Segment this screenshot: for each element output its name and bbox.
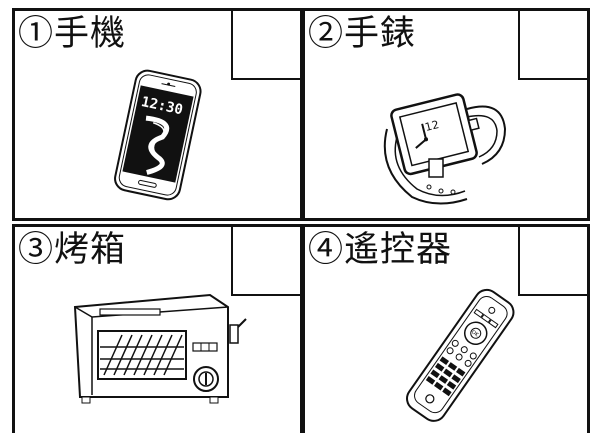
remote-control-icon: OK: [390, 282, 530, 427]
card-label: ②手錶: [308, 14, 417, 54]
answer-box[interactable]: [518, 224, 590, 296]
card-label: ①手機: [18, 14, 127, 54]
card-remote-control: ④遙控器 OK: [302, 224, 590, 433]
svg-text:12: 12: [424, 118, 441, 134]
wristwatch-icon: 12: [367, 59, 507, 209]
ok-button-label: OK: [470, 329, 480, 338]
card-label: ③烤箱: [18, 230, 127, 270]
card-label: ④遙控器: [308, 230, 453, 270]
smartphone-icon: 12:30: [103, 66, 213, 201]
card-watch: ②手錶 12: [302, 8, 590, 221]
answer-box[interactable]: [518, 8, 590, 80]
answer-box[interactable]: [231, 224, 303, 296]
toaster-oven-icon: [60, 287, 250, 407]
card-phone: ①手機 12:30: [12, 8, 303, 221]
answer-box[interactable]: [231, 8, 303, 80]
card-toaster-oven: ③烤箱: [12, 224, 303, 433]
